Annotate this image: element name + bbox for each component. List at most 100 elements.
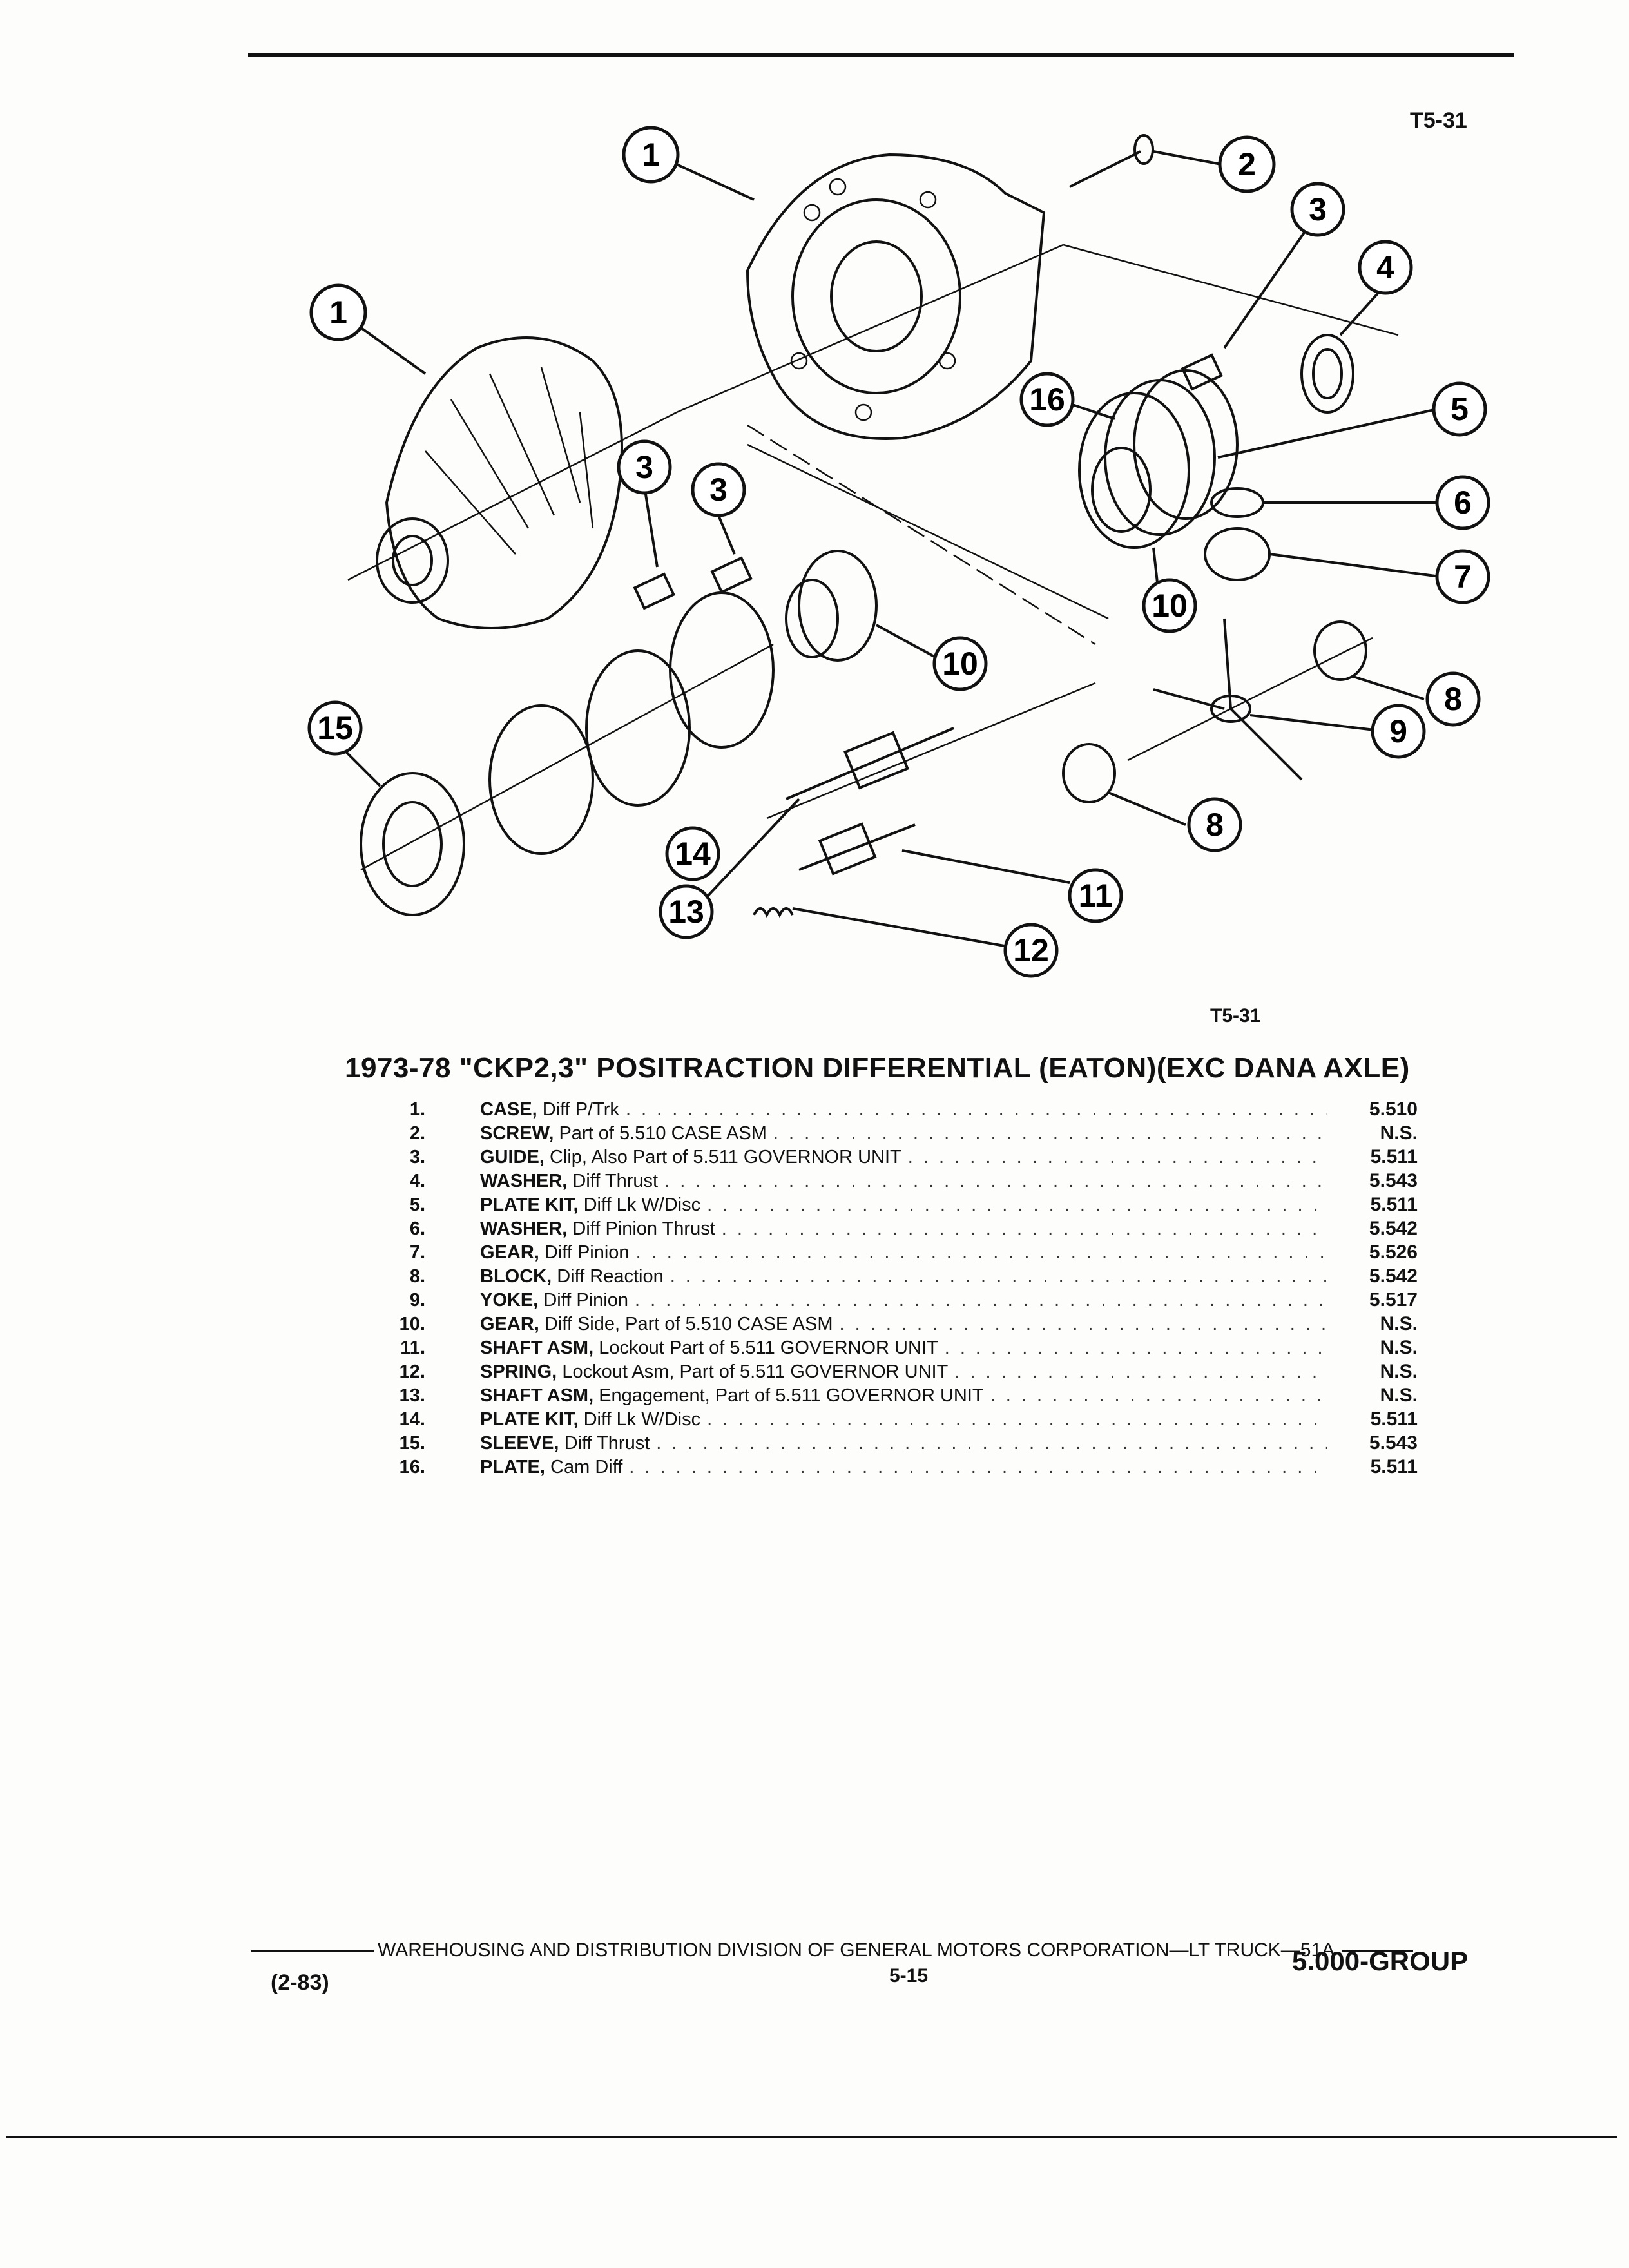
leader-dots: . . . . . . . . . . . . . . . . . . . . … [625, 1099, 1327, 1120]
part-description: GUIDE, Clip, Also Part of 5.511 GOVERNOR… [480, 1147, 901, 1168]
callout-15: 15 [307, 700, 363, 756]
svg-text:3: 3 [1309, 191, 1327, 227]
callout-2: 2 [1218, 135, 1276, 193]
thrust-washer-4 [1300, 334, 1354, 414]
parts-row: 15.SLEEVE, Diff Thrust. . . . . . . . . … [361, 1432, 1418, 1456]
callout-5: 5 [1432, 381, 1487, 437]
leader-dots: . . . . . . . . . . . . . . . . . . . . … [707, 1195, 1327, 1215]
part-number: 15. [399, 1433, 425, 1454]
pinion-gear [1204, 527, 1271, 581]
part-number: 2. [409, 1123, 425, 1144]
part-name: SLEEVE, [480, 1433, 559, 1454]
part-description: CASE, Diff P/Trk [480, 1099, 619, 1120]
part-name: CASE, [480, 1099, 537, 1120]
callout-6: 6 [1435, 475, 1490, 530]
parts-row: 13. SHAFT ASM, Engagement, Part of 5.511 … [361, 1385, 1418, 1408]
callout-11: 11 [1068, 868, 1123, 923]
part-name: GEAR, [480, 1242, 539, 1263]
footer-date: (2-83) [271, 1970, 329, 1995]
svg-text:7: 7 [1454, 559, 1472, 595]
callout-16: 16 [1019, 372, 1075, 427]
leader-dots: . . . . . . . . . . . . . . . . . . . . … [773, 1123, 1327, 1144]
leader-dots: . . . . . . . . . . . . . . . . . . . . … [990, 1385, 1327, 1406]
part-detail: Diff Pinion [544, 1242, 630, 1263]
part-name: PLATE, [480, 1457, 545, 1477]
part-detail: Clip, Also Part of 5.511 GOVERNOR UNIT [549, 1147, 901, 1168]
centerlines [347, 244, 1399, 871]
thrust-washer-4-inner [1312, 348, 1343, 399]
callout-4: 4 [1358, 240, 1413, 295]
svg-text:10: 10 [1152, 588, 1188, 624]
parts-row: 1.CASE, Diff P/Trk. . . . . . . . . . . … [361, 1099, 1418, 1122]
part-name: YOKE, [480, 1290, 539, 1311]
part-description: WASHER, Diff Pinion Thrust [480, 1218, 715, 1240]
callout-7: 7 [1435, 549, 1490, 604]
case-half-right [746, 153, 1046, 440]
part-name: BLOCK, [480, 1266, 552, 1287]
leader-dots: . . . . . . . . . . . . . . . . . . . . … [954, 1361, 1327, 1382]
callout-9: 9 [1371, 704, 1426, 759]
parts-row: 12.SPRING, Lockout Asm, Part of 5.511 GO… [361, 1361, 1418, 1385]
part-detail: Diff Reaction [557, 1266, 664, 1287]
part-name: WASHER, [480, 1218, 568, 1239]
parts-row: 9. YOKE, Diff Pinion . . . . . . . . . . .… [361, 1289, 1418, 1313]
leader-dots: . . . . . . . . . . . . . . . . . . . . … [629, 1457, 1327, 1477]
leader-dots: . . . . . . . . . . . . . . . . . . . . … [634, 1290, 1327, 1311]
part-group-ref: 5.511 [1370, 1194, 1418, 1215]
part-detail: Diff Lk W/Disc [583, 1409, 701, 1430]
part-description: GEAR, Diff Pinion [480, 1242, 630, 1264]
part-name: GEAR, [480, 1314, 539, 1334]
parts-row: 10.GEAR, Diff Side, Part of 5.510 CASE A… [361, 1313, 1418, 1337]
callout-12: 12 [1003, 923, 1059, 978]
part-name: SHAFT ASM, [480, 1338, 594, 1358]
part-number: 5. [409, 1195, 425, 1215]
cam-plate-assembly [1078, 369, 1239, 549]
callout-3-mid-right: 3 [691, 462, 746, 517]
parts-row: 4.WASHER, Diff Thrust. . . . . . . . . .… [361, 1170, 1418, 1194]
clip-guide-mid-right [710, 556, 753, 594]
part-number: 13. [399, 1385, 425, 1406]
part-detail: Lockout Part of 5.511 GOVERNOR UNIT [599, 1338, 938, 1358]
part-group-ref: 5.526 [1369, 1242, 1418, 1263]
part-group-ref: N.S. [1380, 1385, 1418, 1406]
svg-text:5: 5 [1451, 391, 1469, 427]
part-number: 6. [409, 1218, 425, 1239]
part-description: SHAFT ASM, Lockout Part of 5.511 GOVERNO… [480, 1338, 938, 1359]
part-group-ref: 5.543 [1369, 1170, 1418, 1191]
footer-page-number: 5-15 [889, 1965, 929, 1986]
part-name: PLATE KIT, [480, 1409, 579, 1430]
part-detail: Part of 5.510 CASE ASM [559, 1123, 767, 1144]
part-group-ref: 5.542 [1369, 1218, 1418, 1239]
callout-8-lower: 8 [1187, 797, 1242, 852]
leader-dots: . . . . . . . . . . . . . . . . . . . . … [907, 1147, 1327, 1168]
part-detail: Diff Pinion Thrust [572, 1218, 715, 1239]
top-rule [248, 53, 1514, 57]
part-detail: Diff Pinion [543, 1290, 628, 1311]
part-number: 16. [399, 1457, 425, 1477]
clip-guide-mid-left [633, 572, 675, 610]
page-title: 1973-78 "CKP2,3" POSITRACTION DIFFERENTI… [345, 1052, 1410, 1084]
svg-text:15: 15 [317, 710, 353, 746]
part-number: 8. [409, 1266, 425, 1287]
part-number: 7. [409, 1242, 425, 1263]
screw [1069, 134, 1154, 188]
part-description: PLATE KIT, Diff Lk W/Disc [480, 1195, 700, 1216]
leader-dots: . . . . . . . . . . . . . . . . . . . . … [670, 1266, 1327, 1287]
parts-list: 1.CASE, Diff P/Trk. . . . . . . . . . . … [361, 1099, 1418, 1480]
part-group-ref: N.S. [1380, 1337, 1418, 1358]
part-group-ref: N.S. [1380, 1361, 1418, 1382]
callout-1-right: 1 [622, 126, 680, 184]
leader-dots: . . . . . . . . . . . . . . . . . . . . … [664, 1171, 1327, 1191]
svg-text:9: 9 [1389, 713, 1407, 749]
reaction-block-upper [1313, 620, 1367, 681]
side-gear-center [785, 550, 878, 662]
part-number: 9. [409, 1290, 425, 1311]
part-description: YOKE, Diff Pinion [480, 1290, 628, 1311]
part-description: SHAFT ASM, Engagement, Part of 5.511 GOV… [480, 1385, 984, 1407]
parts-row: 5. PLATE KIT, Diff Lk W/Disc . . . . . . .… [361, 1194, 1418, 1218]
part-description: WASHER, Diff Thrust [480, 1171, 658, 1192]
parts-row: 7.GEAR, Diff Pinion. . . . . . . . . . .… [361, 1242, 1418, 1265]
callout-10-right: 10 [1142, 578, 1197, 633]
parts-row: 6.WASHER, Diff Pinion Thrust. . . . . . … [361, 1218, 1418, 1242]
part-number: 14. [399, 1409, 425, 1430]
